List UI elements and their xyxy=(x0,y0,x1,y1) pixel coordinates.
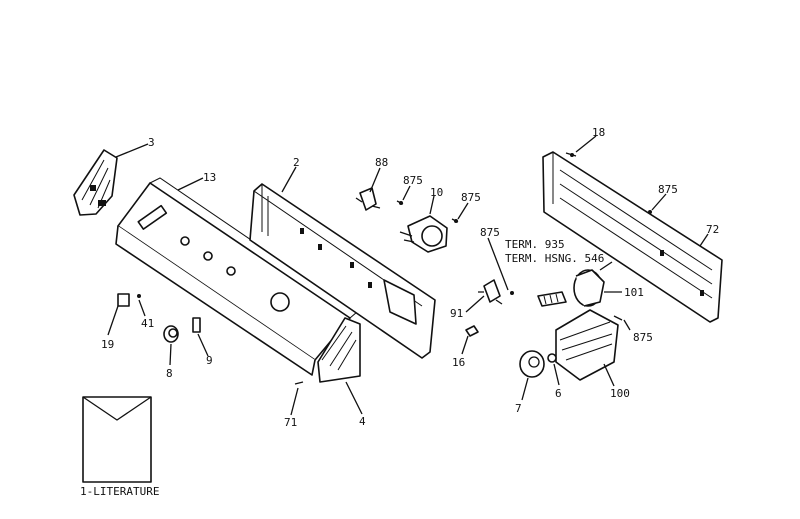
label-88: 88 xyxy=(375,156,388,169)
screw-18 xyxy=(565,152,577,157)
part-inner-panel xyxy=(249,183,436,359)
label-875-a: 875 xyxy=(403,174,423,187)
label-71: 71 xyxy=(284,416,297,429)
label-literature: 1-LITERATURE xyxy=(80,485,159,498)
label-91: 91 xyxy=(450,307,463,320)
part-7-knob xyxy=(519,350,545,378)
label-100: 100 xyxy=(610,387,630,400)
screw-875a xyxy=(396,200,404,205)
part-91-switch xyxy=(478,279,503,305)
literature-envelope-icon xyxy=(82,396,152,483)
part-terminal-block xyxy=(537,291,567,307)
label-13: 13 xyxy=(203,171,216,184)
part-9-knob xyxy=(192,317,201,333)
label-875-c: 875 xyxy=(480,226,500,239)
label-9: 9 xyxy=(206,354,213,367)
part-41 xyxy=(137,294,141,298)
label-875-d: 875 xyxy=(658,183,678,196)
screw-875c xyxy=(510,291,514,295)
label-19: 19 xyxy=(101,338,114,351)
label-term-935: TERM. 935 xyxy=(505,238,565,251)
screw-875d xyxy=(648,210,652,214)
part-control-panel xyxy=(115,177,358,376)
label-875-e: 875 xyxy=(633,331,653,344)
part-end-cap-left xyxy=(73,149,118,216)
label-41: 41 xyxy=(141,317,154,330)
part-back-panel xyxy=(542,151,723,323)
part-100-timer xyxy=(555,309,619,381)
screw-875b xyxy=(451,218,459,223)
label-8: 8 xyxy=(166,367,173,380)
part-19-clip xyxy=(117,293,130,307)
part-101-motor xyxy=(573,261,613,307)
part-end-cap-right xyxy=(317,317,361,383)
label-4: 4 xyxy=(359,415,366,428)
label-6: 6 xyxy=(555,387,562,400)
label-2: 2 xyxy=(293,156,300,169)
part-8-knob xyxy=(163,325,179,343)
leader-lines xyxy=(107,135,709,416)
label-10: 10 xyxy=(430,186,443,199)
label-3: 3 xyxy=(148,136,155,149)
screw-71 xyxy=(294,381,304,385)
part-6-washer xyxy=(547,353,557,363)
label-term-hsng-546: TERM. HSNG. 546 xyxy=(505,252,604,265)
part-16-pin xyxy=(465,325,479,337)
label-101: 101 xyxy=(624,286,644,299)
label-7: 7 xyxy=(515,402,522,415)
label-72: 72 xyxy=(706,223,719,236)
part-knob-assembly xyxy=(399,215,448,253)
label-18: 18 xyxy=(592,126,605,139)
label-875-b: 875 xyxy=(461,191,481,204)
screw-875e xyxy=(613,315,623,321)
label-16: 16 xyxy=(452,356,465,369)
part-switch xyxy=(355,187,381,211)
